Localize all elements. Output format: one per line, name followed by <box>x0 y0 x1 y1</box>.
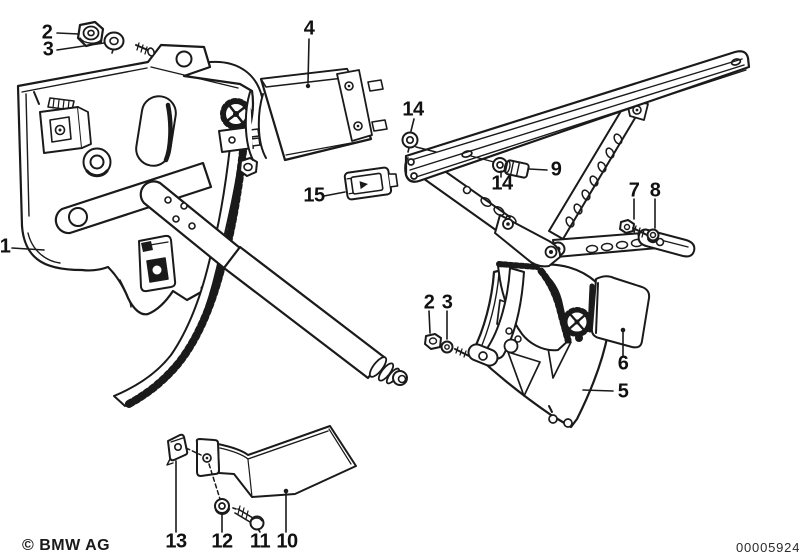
screw-9 <box>503 159 530 179</box>
callout-3-mid: 3 <box>441 291 453 314</box>
callout-4: 4 <box>303 17 315 40</box>
guide-block <box>138 234 177 293</box>
callout-1: 1 <box>0 235 11 258</box>
callout-5: 5 <box>617 380 629 403</box>
cover-plate <box>587 275 651 349</box>
callout-9: 9 <box>550 158 562 181</box>
washer-rail-left <box>401 131 419 153</box>
callout-15: 15 <box>303 184 325 207</box>
callout-3-top: 3 <box>42 38 54 61</box>
lower-bar <box>54 161 213 235</box>
adjuster-nut <box>239 157 258 177</box>
callout-14-left: 14 <box>402 98 424 121</box>
callout-7: 7 <box>628 179 640 202</box>
hex-nut-mid <box>424 333 442 350</box>
assembly-dashed-lines <box>185 447 221 500</box>
diagram-number: 00005924 <box>736 540 799 555</box>
bolt-7 <box>619 219 648 238</box>
ear-hole <box>175 50 193 68</box>
lift-arm-tube <box>222 245 408 386</box>
guide-rail <box>404 50 751 183</box>
callout-6: 6 <box>617 352 629 375</box>
callout-2-top: 2 <box>41 21 53 44</box>
panel-slot <box>135 95 177 167</box>
switch-block <box>33 91 92 154</box>
cover-bracket <box>195 425 357 498</box>
callout-11: 11 <box>249 530 271 553</box>
washer-mid <box>440 340 454 354</box>
leader-lines <box>11 32 656 533</box>
callout-14-right: 14 <box>491 172 513 195</box>
scissor-arm-main <box>419 159 562 367</box>
lift-arm <box>139 180 242 270</box>
screw-11 <box>232 505 265 531</box>
connector-block <box>218 126 261 153</box>
window-motor <box>209 60 388 162</box>
door-panel-assembly <box>16 43 408 409</box>
hex-nut-top <box>76 20 105 48</box>
threaded-stud-top <box>135 42 155 57</box>
threaded-stud-mid <box>454 346 470 358</box>
sector-pinion <box>562 307 592 342</box>
copyright-notice: © BMW AG <box>22 537 111 554</box>
retainer-clip <box>166 433 189 466</box>
connector-clip <box>343 166 399 201</box>
nut-8 <box>646 228 660 244</box>
callout-8: 8 <box>649 179 661 202</box>
callout-13: 13 <box>165 530 187 553</box>
callout-2-mid: 2 <box>423 291 435 314</box>
grommet-hole <box>82 147 112 178</box>
washer-12 <box>214 498 231 516</box>
callout-10: 10 <box>276 530 298 553</box>
callout-12: 12 <box>211 530 233 553</box>
washer-top <box>103 31 125 54</box>
